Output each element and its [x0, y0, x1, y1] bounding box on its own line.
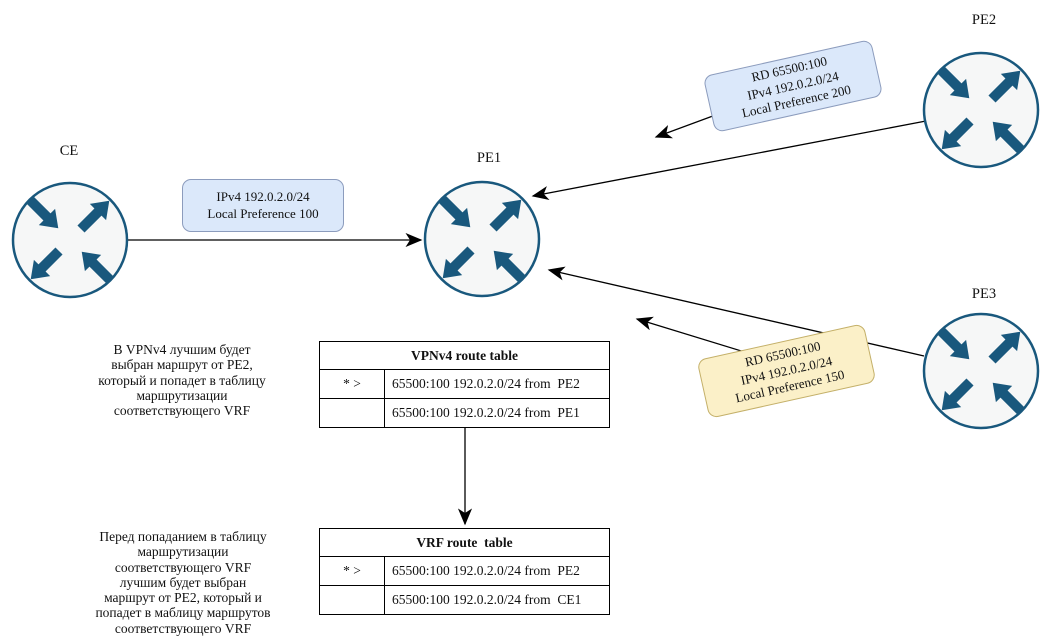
router-icon-ce	[13, 183, 127, 297]
vrf-selection-note: Перед попаданием в таблицу маршрутизации…	[95, 529, 271, 636]
router-icon-pe1	[425, 182, 539, 296]
route-entry: 65500:100 192.0.2.0/24 from PE1	[392, 405, 580, 420]
table-row: * > 65500:100 192.0.2.0/24 from PE2	[320, 370, 609, 398]
router-icon-pe2	[924, 53, 1038, 167]
node-label-pe3: PE3	[971, 286, 997, 302]
node-label-pe1: PE1	[476, 150, 502, 166]
callout-line: IPv4 192.0.2.0/24	[216, 189, 310, 204]
vpnv4-route-table: VPNv4 route table * > 65500:100 192.0.2.…	[319, 341, 610, 428]
arrow-pe2-to-pe1	[531, 120, 927, 201]
node-label-ce: CE	[59, 143, 79, 159]
callout-ce-advert: IPv4 192.0.2.0/24 Local Preference 100	[182, 179, 344, 232]
table-row: 65500:100 192.0.2.0/24 from CE1	[320, 585, 609, 614]
callout-line: Local Preference 100	[207, 205, 319, 221]
vrf-table-title: VRF route table	[320, 529, 609, 557]
table-row: 65500:100 192.0.2.0/24 from PE1	[320, 398, 609, 427]
vpnv4-table-title: VPNv4 route table	[320, 342, 609, 370]
node-label-pe2: PE2	[971, 12, 997, 28]
best-route-flag: * >	[320, 370, 385, 398]
table-row: * > 65500:100 192.0.2.0/24 from PE2	[320, 557, 609, 585]
vrf-route-table: VRF route table * > 65500:100 192.0.2.0/…	[319, 528, 610, 615]
best-route-flag: * >	[320, 557, 385, 585]
route-entry: 65500:100 192.0.2.0/24 from CE1	[392, 592, 582, 607]
router-icon-pe3	[924, 314, 1038, 428]
vpnv4-selection-note: В VPNv4 лучшим будет выбран маршрут от P…	[98, 342, 266, 419]
best-route-flag	[320, 586, 385, 614]
route-entry: 65500:100 192.0.2.0/24 from PE2	[392, 376, 580, 391]
best-route-flag	[320, 399, 385, 427]
route-entry: 65500:100 192.0.2.0/24 from PE2	[392, 563, 580, 578]
